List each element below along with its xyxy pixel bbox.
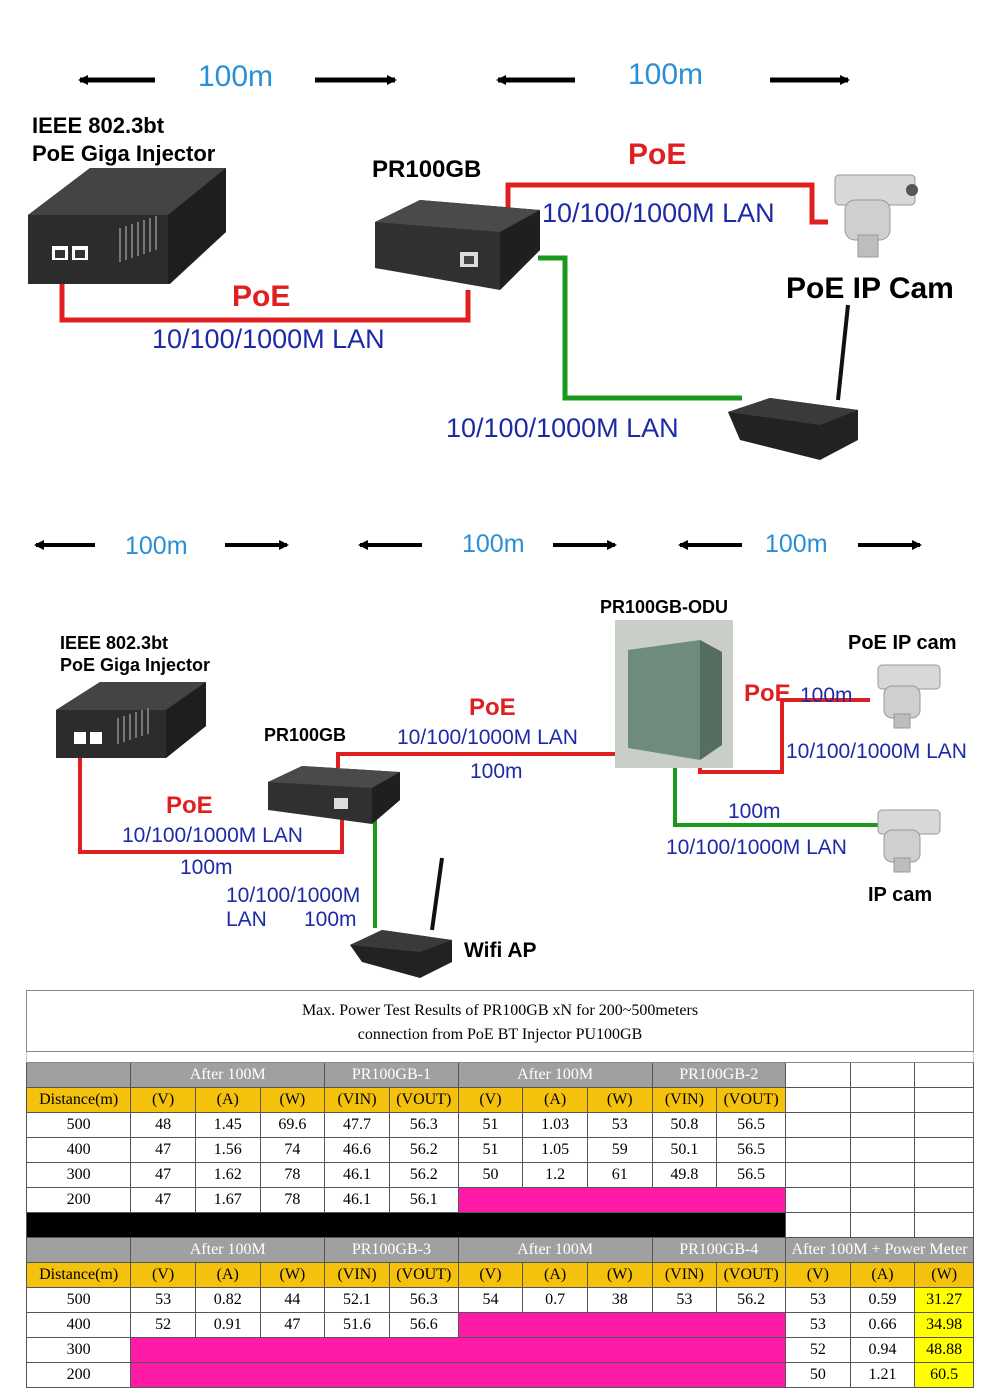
ip-camera-icon [834,174,918,258]
results-table: Max. Power Test Results of PR100GB xN fo… [25,990,974,1388]
table-row: 300 52 0.94 48.88 [25,1337,974,1363]
injector-label: IEEE 802.3bt PoE Giga Injector [32,113,216,166]
injector-label-2: IEEE 802.3bt PoE Giga Injector [60,633,211,675]
no-data-cell [457,1187,787,1213]
network-diagram [28,75,941,978]
wifi-ap-icon [350,857,452,978]
lan-label-ipcam: 10/100/1000M LAN [666,836,847,859]
distance-label-2: 100m [462,530,525,558]
distance-label-left: 100m [198,60,274,93]
block1-group-row: After 100M PR100GB-1 After 100M PR100GB-… [25,1062,974,1088]
lan-cable-repeater-router [538,255,742,401]
lan-label-ap: 10/100/1000M LAN [226,884,361,931]
poe-cable-injector-repeater-2 [78,746,344,854]
cam-label: PoE IP Cam [786,272,954,305]
distance-label-ipcam: 100m [728,800,781,823]
no-data-cell [130,1362,787,1388]
poe-label-left-2: PoE [166,792,213,819]
ip-camera-icon-2 [877,809,941,873]
distance-label-ap: 100m [304,908,357,931]
poe-label-mid: PoE [469,694,516,721]
distance-label-mid: 100m [470,760,523,783]
poe-cable-injector-repeater [59,262,471,323]
block2-group-row: After 100M PR100GB-3 After 100M PR100GB-… [25,1237,974,1263]
divider-row [25,1212,974,1238]
table-title: Max. Power Test Results of PR100GB xN fo… [26,990,974,1052]
distance-label-3: 100m [765,530,828,558]
lan-cable-odu-ipcam [673,752,880,827]
lan-label-mid: 10/100/1000M LAN [397,726,578,749]
repeater-label-2: PR100GB [264,725,347,745]
poe-label-odu: PoE [744,680,791,707]
table-row: 200 50 1.21 60.5 [25,1362,974,1388]
lan-label-cam: 10/100/1000M LAN [786,740,967,763]
poe-cable-repeater-cam [505,182,828,225]
lan-label-bottom: 10/100/1000M LAN [446,413,679,443]
lan-label-top: 10/100/1000M LAN [542,198,775,228]
odu-label: PR100GB-ODU [600,597,729,617]
odu-device-icon [615,620,733,768]
ap-label: Wifi AP [464,939,537,962]
injector-device-icon [28,168,226,284]
lan-label-left-2: 10/100/1000M LAN [122,824,303,847]
wifi-router-icon [728,304,858,460]
no-data-cell [130,1337,787,1363]
distance-label-1: 100m [125,532,188,560]
distance-label-left-2: 100m [180,856,233,879]
poe-ip-camera-icon-2 [877,664,941,729]
poe-cable-repeater-odu [336,752,620,768]
block1-column-row: Distance(m) (V) (A) (W) (VIN) (VOUT) (V)… [25,1087,974,1113]
repeater-label: PR100GB [372,156,482,183]
no-data-cell [457,1312,787,1338]
injector-device-icon-2 [56,682,206,758]
lan-label-left: 10/100/1000M LAN [152,324,385,354]
results-grid: After 100M PR100GB-1 After 100M PR100GB-… [25,1052,974,1388]
repeater-device-icon [375,200,540,290]
distance-label-cam: 100m [800,684,853,707]
block2-column-row: Distance(m) (V) (A) (W) (VIN) (VOUT) (V)… [25,1262,974,1288]
poe-cam-label: PoE IP cam [848,632,957,654]
repeater-device-icon-2 [268,766,400,824]
poe-label-left: PoE [232,280,291,313]
poe-label-top: PoE [628,138,687,171]
ipcam-label: IP cam [868,884,933,906]
distance-label-right: 100m [628,58,704,91]
